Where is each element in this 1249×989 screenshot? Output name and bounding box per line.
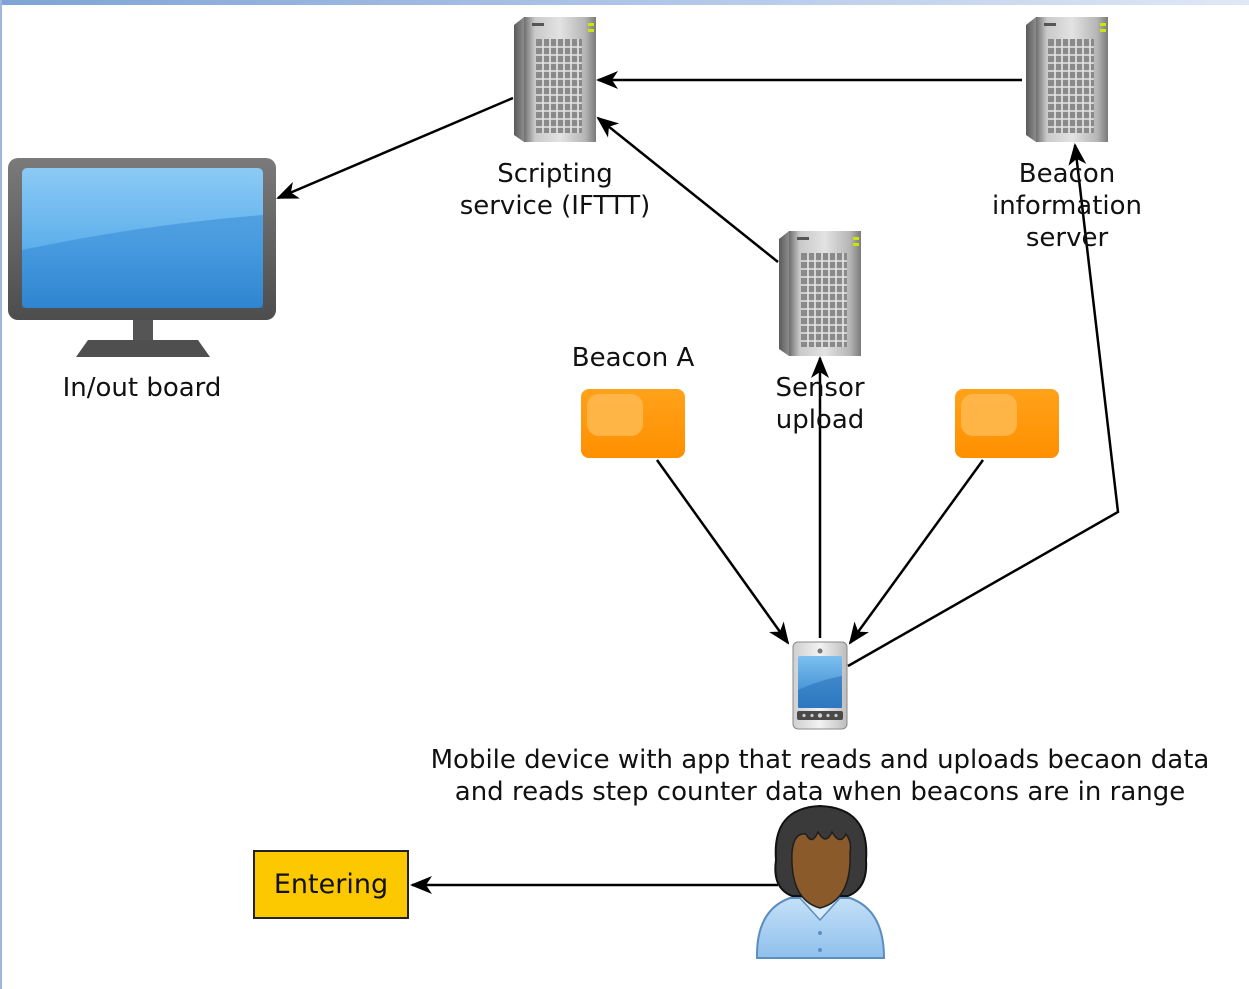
window-left-edge xyxy=(0,0,2,989)
monitor-icon xyxy=(8,158,276,357)
label-line: Beacon xyxy=(1018,159,1116,189)
arrow-beacon-a-to-phone xyxy=(655,459,790,645)
beacon-icon xyxy=(955,389,1059,458)
server-icon xyxy=(778,230,862,357)
arrow-phone-to-beacon-server xyxy=(847,143,1120,668)
label-line: and reads step counter data when beacons… xyxy=(454,777,1186,807)
arrow-sensor-to-scripting xyxy=(596,116,779,263)
smartphone-icon xyxy=(792,641,848,730)
label-line: service (IFTTT) xyxy=(459,191,651,221)
arrow-beacon-b-to-phone xyxy=(848,459,985,645)
entering-label: Entering xyxy=(273,869,389,900)
server-icon xyxy=(1025,16,1109,143)
entering-box: Entering xyxy=(253,850,409,919)
arrow-scripting-to-board xyxy=(276,96,514,200)
board-label: In/out board xyxy=(62,373,222,403)
scripting-service-label: Scripting service (IFTTT) xyxy=(445,158,665,222)
sensor-upload-label: Sensor upload xyxy=(740,372,900,436)
label-line: server xyxy=(1025,223,1109,253)
window-top-bar xyxy=(0,0,1249,5)
beacon-info-server-label: Beacon information server xyxy=(967,158,1167,254)
label-line: Scripting xyxy=(497,159,613,189)
mobile-device-label: Mobile device with app that reads and up… xyxy=(390,744,1249,808)
connector-arrows xyxy=(276,71,1120,894)
person-icon xyxy=(755,804,886,959)
server-icon xyxy=(513,16,597,143)
label-line: Sensor xyxy=(775,373,865,403)
label-line: Mobile device with app that reads and up… xyxy=(430,745,1210,775)
label-line: upload xyxy=(775,405,865,435)
beacon-icon xyxy=(581,389,685,458)
beacon-a-label: Beacon A xyxy=(571,343,695,373)
label-line: information xyxy=(991,191,1143,221)
